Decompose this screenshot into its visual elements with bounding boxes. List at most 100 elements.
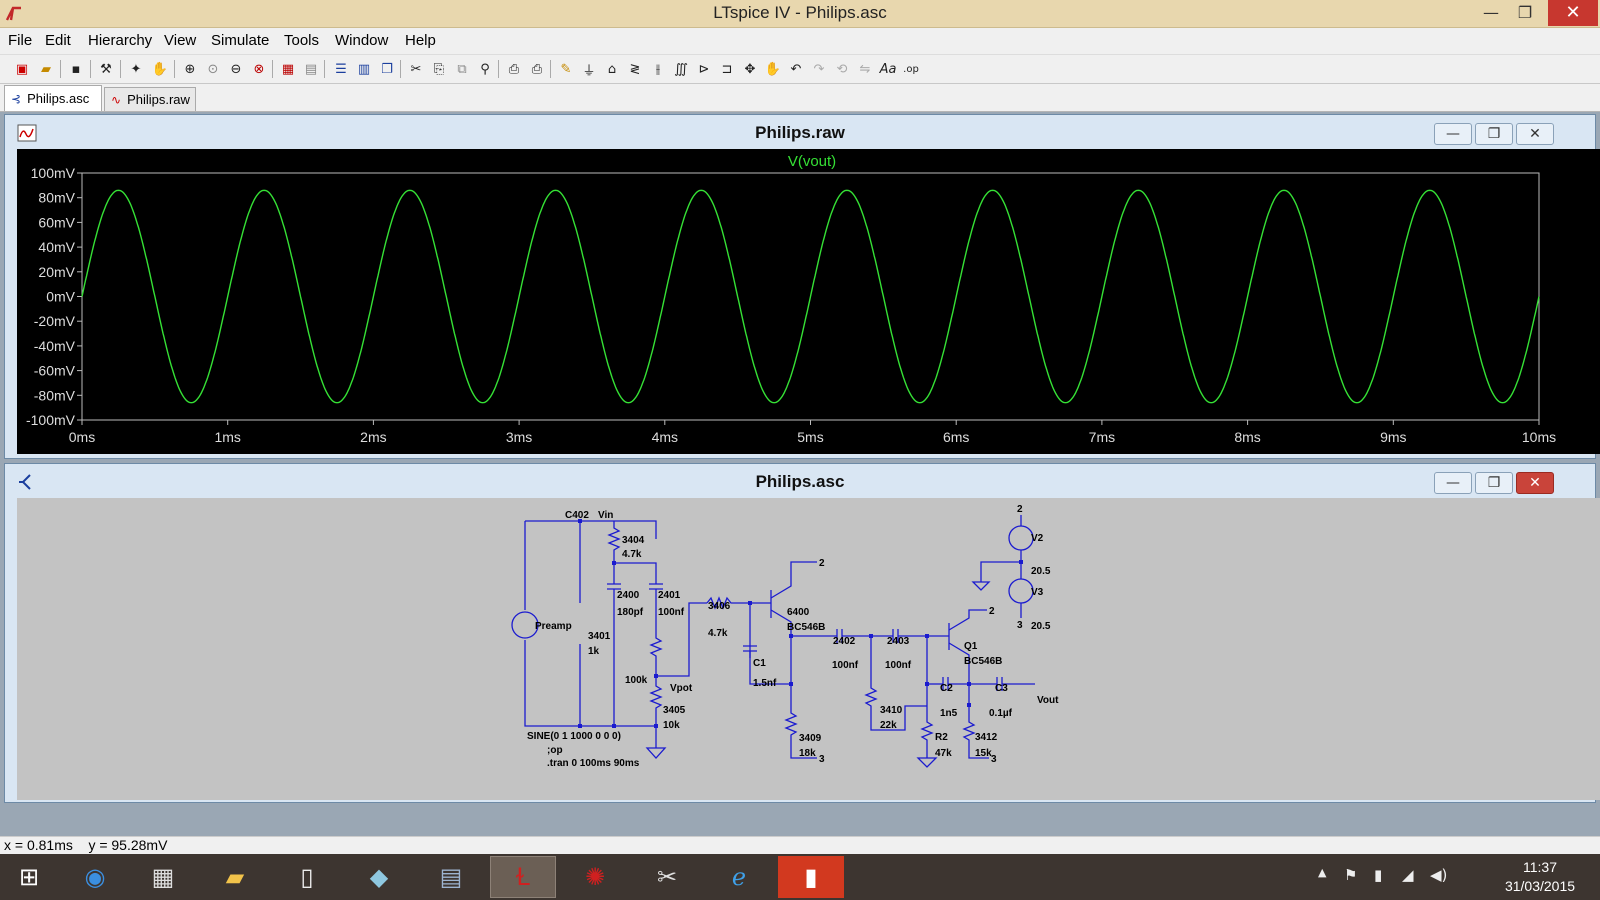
close-button[interactable]: ✕	[1548, 0, 1598, 26]
ltspice-taskbar-icon[interactable]: Ɫ	[490, 856, 556, 898]
internet-explorer-icon[interactable]: ℯ	[731, 863, 747, 891]
inductor-icon[interactable]: ∭	[674, 61, 688, 77]
run-icon[interactable]: ✦	[130, 61, 142, 77]
calculator-icon[interactable]: ▤	[439, 863, 463, 891]
toolbar-separator	[550, 60, 551, 78]
office-icon[interactable]: ▮	[778, 856, 844, 898]
cursor-y-readout: y = 95.28mV	[88, 837, 168, 853]
label-6400: 6400	[787, 607, 810, 618]
snipping-tool-icon[interactable]: ✂	[656, 863, 678, 891]
y-tick-label: -100mV	[26, 412, 76, 428]
menu-edit[interactable]: Edit	[45, 32, 71, 49]
zoom-in-icon[interactable]: ⊕	[184, 61, 196, 77]
mirror-icon[interactable]: ⇋	[859, 61, 871, 77]
zoom-fit-icon[interactable]: ⊗	[253, 61, 265, 77]
print-setup-icon[interactable]: ⎙	[508, 61, 520, 77]
cascade-icon[interactable]: ❐	[381, 61, 393, 77]
waveform-close-button[interactable]: ✕	[1516, 123, 1554, 145]
find-icon[interactable]: ⚲	[480, 61, 490, 77]
net-label-3: 3	[819, 754, 825, 765]
copy-icon[interactable]: ⎘	[433, 61, 445, 77]
control-panel-icon[interactable]: ⚒	[100, 61, 112, 77]
label-2400: 2400	[617, 590, 640, 601]
file-explorer-icon[interactable]: ▰	[225, 863, 245, 891]
move-icon[interactable]: ✥	[744, 61, 756, 77]
halt-icon[interactable]: ✋	[151, 61, 169, 77]
system-clock[interactable]: 11:37 31/03/2015	[1495, 858, 1585, 896]
rotate-icon[interactable]: ⟲	[836, 61, 848, 77]
y-tick-label: -20mV	[34, 313, 76, 329]
schematic-close-button[interactable]: ✕	[1516, 472, 1554, 494]
zoom-out-icon[interactable]: ⊖	[230, 61, 242, 77]
waveform-minimize-button[interactable]: —	[1434, 123, 1472, 145]
toolbar-separator	[498, 60, 499, 78]
firewall-icon[interactable]: ▦	[151, 863, 175, 891]
schematic-icon: ⊰	[11, 91, 22, 106]
label-q1: Q1	[964, 641, 978, 652]
tab-philips-raw[interactable]: ∿ Philips.raw	[104, 87, 196, 111]
label-c1-value: 1.5nf	[753, 678, 777, 689]
grid-icon[interactable]: ▤	[304, 61, 318, 77]
maximize-button[interactable]: ❐	[1517, 3, 1533, 22]
schematic-window[interactable]: Philips.asc — ❐ ✕	[4, 463, 1600, 803]
undo-icon[interactable]: ↶	[790, 61, 802, 77]
label-3409-value: 18k	[799, 748, 816, 759]
paint-splash-icon[interactable]: ✺	[584, 863, 606, 891]
waveform-maximize-button[interactable]: ❐	[1475, 123, 1513, 145]
schematic-window-titlebar: Philips.asc — ❐ ✕	[5, 464, 1595, 498]
tile-horizontal-icon[interactable]: ☰	[335, 61, 347, 77]
cursor-x-readout: x = 0.81ms	[4, 837, 73, 853]
print-icon[interactable]: ⎙	[531, 61, 543, 77]
new-schematic-icon[interactable]: ▣	[15, 61, 29, 77]
menu-view[interactable]: View	[164, 32, 197, 49]
tab-philips-asc[interactable]: ⊰ Philips.asc	[4, 85, 102, 111]
spice-directive-icon[interactable]: .op	[903, 63, 919, 75]
x-tick-label: 6ms	[943, 429, 969, 445]
battery-icon[interactable]: ▮	[1374, 866, 1383, 884]
pan-icon[interactable]: ⊙	[207, 61, 219, 77]
ground-icon[interactable]: ⏚	[582, 63, 596, 79]
menu-tools[interactable]: Tools	[284, 32, 320, 49]
menu-help[interactable]: Help	[405, 32, 436, 49]
label-3412: 3412	[975, 732, 998, 743]
capacitor-icon[interactable]: ⫲	[655, 61, 661, 77]
tile-vertical-icon[interactable]: ▥	[357, 61, 371, 77]
drag-icon[interactable]: ✋	[764, 61, 782, 77]
text-icon[interactable]: Aa	[879, 61, 897, 77]
y-tick-label: -40mV	[34, 338, 76, 354]
autorange-icon[interactable]: ▦	[281, 61, 295, 77]
open-folder-icon[interactable]: ▰	[41, 61, 51, 77]
component-icon[interactable]: ⊐	[721, 61, 733, 77]
action-center-flag-icon[interactable]: ⚑	[1344, 866, 1358, 884]
tab-label: Philips.asc	[27, 91, 90, 106]
trace-label[interactable]: V(vout)	[788, 153, 836, 170]
label-net-icon[interactable]: ⌂	[607, 61, 617, 77]
menu-hierarchy[interactable]: Hierarchy	[88, 32, 153, 49]
save-icon[interactable]: ▪	[71, 61, 81, 77]
title-bar: LTspice IV - Philips.asc — ❐ ✕	[0, 0, 1600, 28]
schematic-drawing[interactable]: C402 Vin 3404 4.7k 2400 180pf 2401 100nf…	[17, 498, 1600, 800]
cut-icon[interactable]: ✂	[410, 61, 422, 77]
wire-icon[interactable]: ✎	[560, 61, 572, 77]
paste-icon[interactable]: ⧉	[457, 61, 467, 77]
network-signal-icon[interactable]: ◢	[1402, 866, 1414, 884]
schematic-minimize-button[interactable]: —	[1434, 472, 1472, 494]
minimize-button[interactable]: —	[1483, 3, 1499, 22]
resistor-icon[interactable]: ≷	[629, 61, 641, 77]
remote-desktop-icon[interactable]: ◉	[84, 863, 106, 891]
schematic-maximize-button[interactable]: ❐	[1475, 472, 1513, 494]
menu-simulate[interactable]: Simulate	[211, 32, 270, 49]
schematic-canvas[interactable]: C402 Vin 3404 4.7k 2400 180pf 2401 100nf…	[17, 498, 1600, 800]
notepad-icon[interactable]: ▯	[300, 863, 314, 891]
menu-file[interactable]: File	[8, 32, 33, 49]
notes-icon[interactable]: ◆	[369, 863, 389, 891]
volume-icon[interactable]: ◀)	[1430, 866, 1448, 884]
redo-icon[interactable]: ↷	[813, 61, 825, 77]
tray-expand-icon[interactable]: ▲	[1318, 866, 1327, 879]
start-windows-icon[interactable]: ⊞	[18, 863, 40, 891]
menu-window[interactable]: Window	[335, 32, 389, 49]
diode-icon[interactable]: ⊳	[698, 61, 710, 77]
waveform-chart[interactable]: V(vout) 100mV80mV60mV40mV20mV0mV-20mV-40…	[17, 149, 1600, 454]
